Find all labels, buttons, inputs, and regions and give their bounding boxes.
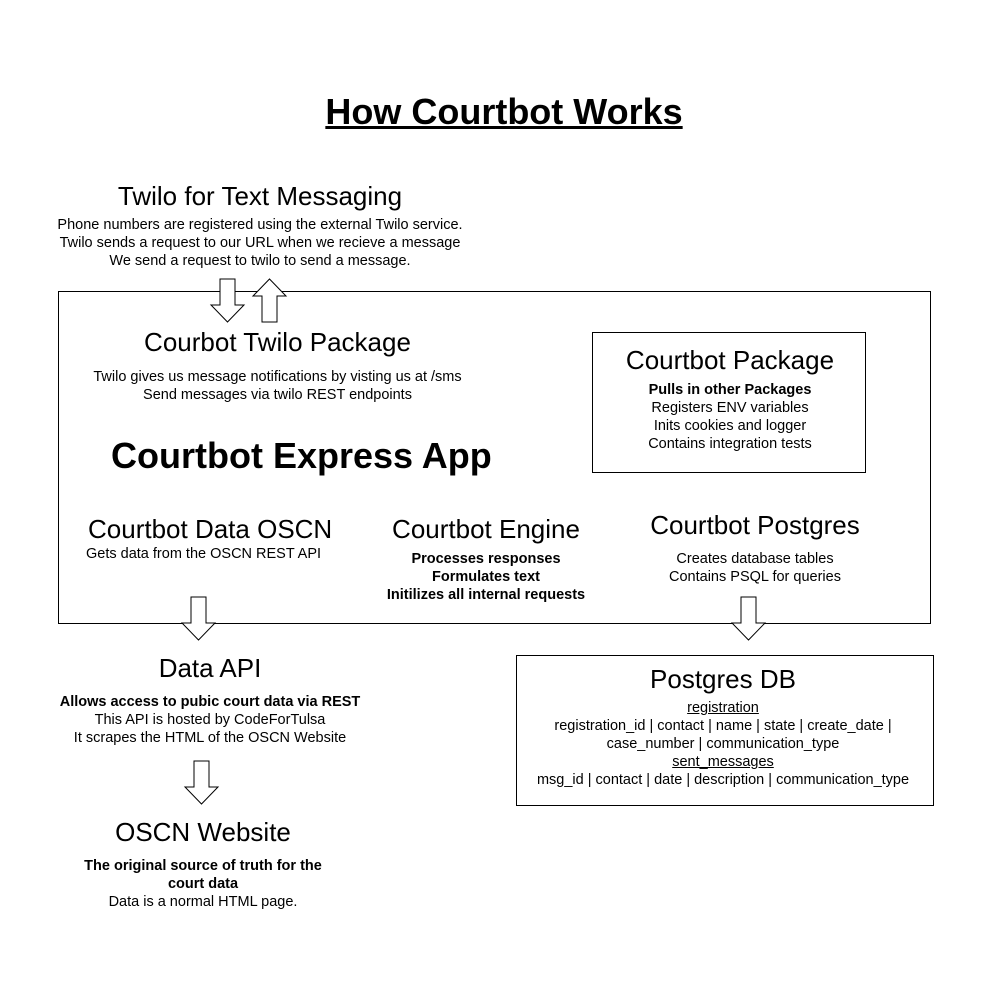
oscn-website-bold-line-1: The original source of truth for the xyxy=(84,858,322,874)
postgres-line-2: Contains PSQL for queries xyxy=(669,569,841,585)
down-arrow-icon xyxy=(183,760,220,805)
data-oscn-heading: Courtbot Data OSCN xyxy=(88,514,333,544)
courtbot-package-section: Courtbot Package Pulls in other Packages… xyxy=(592,344,868,453)
courtbot-package-heading: Courtbot Package xyxy=(625,345,835,375)
twilo-section: Twilo for Text Messaging Phone numbers a… xyxy=(40,180,480,270)
courtbot-package-line-2: Inits cookies and logger xyxy=(653,418,807,434)
express-app-box xyxy=(58,291,931,624)
registration-table-name: registration xyxy=(687,700,759,716)
page-title: How Courtbot Works xyxy=(325,91,683,132)
sent-messages-cols: msg_id | contact | date | description | … xyxy=(536,772,910,788)
engine-line-1: Processes responses xyxy=(411,551,561,567)
data-oscn-line-1: Gets data from the OSCN REST API xyxy=(86,546,322,562)
oscn-website-heading: OSCN Website xyxy=(115,817,291,847)
data-api-heading: Data API xyxy=(158,653,262,683)
engine-section: Courtbot Engine Processes responses Form… xyxy=(374,513,598,604)
twilo-package-heading: Courbot Twilo Package xyxy=(144,327,411,357)
courtbot-package-line-1: Registers ENV variables xyxy=(651,400,809,416)
registration-cols-line-2: case_number | communication_type xyxy=(606,736,840,752)
twilo-package-section: Courbot Twilo Package Twilo gives us mes… xyxy=(70,326,485,404)
twilo-line-3: We send a request to twilo to send a mes… xyxy=(109,253,411,269)
postgres-heading: Courtbot Postgres xyxy=(650,510,860,540)
engine-heading: Courtbot Engine xyxy=(392,514,580,544)
data-oscn-section: Courtbot Data OSCN Gets data from the OS… xyxy=(86,513,332,563)
engine-line-2: Formulates text xyxy=(432,569,540,585)
twilo-heading: Twilo for Text Messaging xyxy=(117,181,403,211)
courtbot-package-line-3: Contains integration tests xyxy=(648,436,812,452)
engine-line-3: Initilizes all internal requests xyxy=(386,587,586,603)
express-app-heading: Courtbot Express App xyxy=(111,435,492,476)
postgres-db-section: Postgres DB registration registration_id… xyxy=(516,663,930,789)
data-api-line-1: This API is hosted by CodeForTulsa xyxy=(94,712,326,728)
twilo-package-line-1: Twilo gives us message notifications by … xyxy=(93,369,462,385)
data-api-section: Data API Allows access to pubic court da… xyxy=(40,652,380,747)
twilo-line-1: Phone numbers are registered using the e… xyxy=(57,217,463,233)
data-api-bold-line: Allows access to pubic court data via RE… xyxy=(59,694,361,710)
oscn-website-line-1: Data is a normal HTML page. xyxy=(108,894,298,910)
postgres-db-box xyxy=(516,655,934,806)
twilo-package-line-2: Send messages via twilo REST endpoints xyxy=(143,387,412,403)
twilo-line-2: Twilo sends a request to our URL when we… xyxy=(59,235,461,251)
postgres-section: Courtbot Postgres Creates database table… xyxy=(628,509,882,586)
registration-cols-line-1: registration_id | contact | name | state… xyxy=(554,718,892,734)
oscn-website-section: OSCN Website The original source of trut… xyxy=(53,816,353,910)
postgres-db-heading: Postgres DB xyxy=(650,664,796,694)
postgres-line-1: Creates database tables xyxy=(676,551,834,567)
oscn-website-bold-line-2: court data xyxy=(167,876,239,892)
courtbot-package-bold-line: Pulls in other Packages xyxy=(648,382,812,398)
sent-messages-table-name: sent_messages xyxy=(672,754,774,770)
courtbot-package-box xyxy=(592,332,866,473)
data-api-line-2: It scrapes the HTML of the OSCN Website xyxy=(73,730,347,746)
